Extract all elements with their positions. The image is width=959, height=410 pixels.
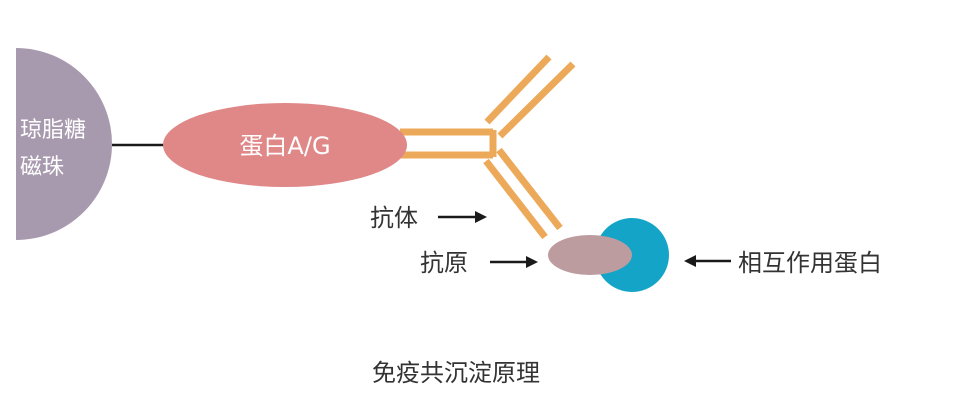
protein-ag-label: 蛋白A/G (239, 132, 330, 160)
protein-ag-ellipse (163, 103, 407, 187)
antigen-arrow (490, 256, 538, 268)
antigen-label: 抗原 (420, 249, 468, 277)
bead-label-line1: 琼脂糖 (20, 118, 86, 143)
antibody-shape (400, 54, 576, 240)
bead-label-line2: 磁珠 (20, 155, 64, 180)
antibody-label: 抗体 (370, 204, 418, 232)
antigen-ellipse (548, 235, 632, 275)
diagram-caption: 免疫共沉淀原理 (372, 359, 540, 387)
interacting-protein-label: 相互作用蛋白 (738, 249, 882, 277)
antibody-arrow (438, 211, 487, 223)
agarose-bead (16, 48, 112, 240)
interacting-protein-arrow (684, 255, 731, 267)
